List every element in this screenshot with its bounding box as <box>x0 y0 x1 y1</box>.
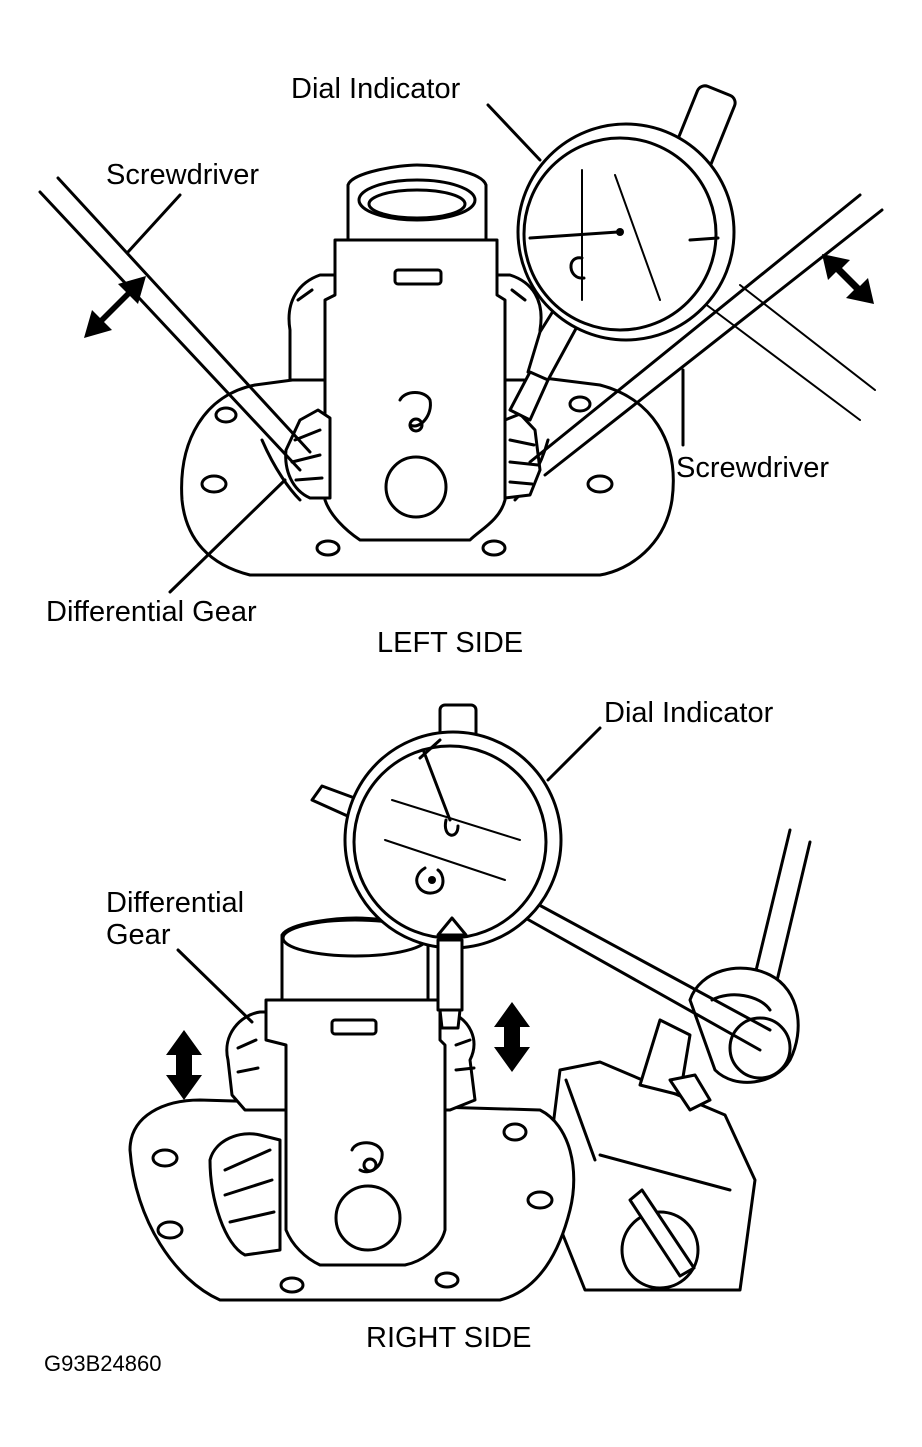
leader-screwdriver-left <box>126 193 182 254</box>
indicator-arm <box>518 898 772 1052</box>
caption-right-side: RIGHT SIDE <box>366 1322 531 1354</box>
dial-indicator-right-side <box>310 703 563 1030</box>
axle-housing <box>323 163 507 542</box>
motion-arrow-left <box>84 276 146 338</box>
motion-arrow-up-down-left <box>166 1030 202 1100</box>
leader-dial-indicator-top <box>486 103 542 162</box>
screwdriver-right <box>528 193 884 477</box>
screwdriver-left <box>38 176 312 472</box>
label-screwdriver-right: Screwdriver <box>676 452 829 484</box>
leader-differential-gear-bottom <box>176 948 254 1024</box>
label-differential-gear-bottom-line2: Gear <box>106 919 171 951</box>
label-dial-indicator-bottom: Dial Indicator <box>604 697 774 729</box>
axle-housing-right-side <box>264 916 447 1267</box>
caption-left-side: LEFT SIDE <box>377 627 523 659</box>
dial-indicator-left-side <box>508 84 737 422</box>
differential-side-gear-left <box>284 408 332 500</box>
label-screwdriver-left: Screwdriver <box>106 159 259 191</box>
indicator-stand <box>638 828 812 1112</box>
label-dial-indicator-top: Dial Indicator <box>291 73 461 105</box>
label-differential-gear-top: Differential Gear <box>46 596 257 628</box>
left-side-panel: Dial Indicator Screwdriver Screwdriver D… <box>38 73 884 659</box>
leader-dial-indicator-bottom <box>546 726 602 782</box>
motion-arrow-right <box>822 254 874 304</box>
magnetic-base <box>543 1060 757 1292</box>
leader-differential-gear-top <box>168 478 287 594</box>
straight-edge <box>699 284 876 421</box>
label-differential-gear-bottom-line1: Differential <box>106 887 244 919</box>
motion-arrow-up-down-right <box>494 1002 530 1072</box>
figure-code: G93B24860 <box>44 1351 161 1376</box>
right-side-panel: Dial Indicator Differential Gear RIGHT S… <box>106 697 812 1354</box>
